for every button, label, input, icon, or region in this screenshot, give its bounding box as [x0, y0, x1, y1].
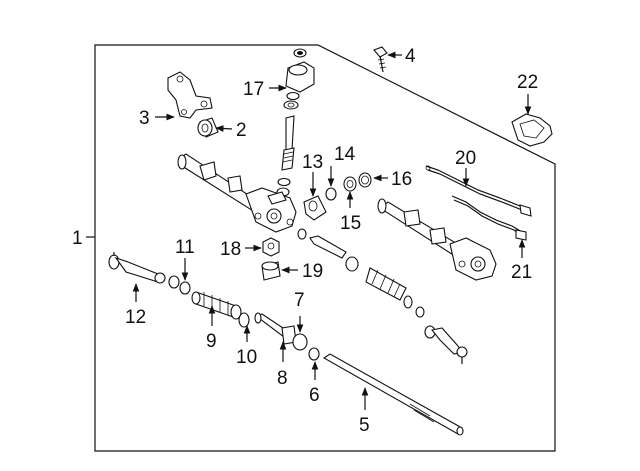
part-11-washer: [179, 281, 191, 295]
callout-18: 18: [220, 239, 241, 260]
assembly-frame: [94, 44, 556, 452]
callout-13: 13: [302, 152, 323, 173]
callout-16: 16: [391, 169, 412, 190]
callout-6: 6: [309, 385, 320, 406]
part-10-clamp: [238, 312, 250, 328]
callout-14: 14: [334, 144, 356, 165]
part-inner-tie-rod-center: [297, 228, 359, 272]
part-4-bolt: [373, 46, 388, 73]
part-21-return-line: [451, 195, 527, 241]
callout-12: 12: [125, 307, 146, 328]
callout-20: 20: [455, 148, 476, 169]
part-tie-rod-end-right: [431, 327, 468, 364]
part-14-o-ring: [325, 187, 337, 201]
callout-1: 1: [72, 228, 83, 249]
part-22-cover: [511, 113, 553, 147]
part-20-pressure-line: [425, 165, 532, 217]
part-13-seal-cap: [303, 195, 327, 221]
callout-15: 15: [340, 213, 361, 234]
part-16-seal-ring: [358, 172, 372, 188]
callout-8: 8: [277, 368, 288, 389]
callout-9: 9: [206, 331, 217, 352]
part-rack-housing-main: [177, 153, 297, 233]
part-17-pinion-housing: [276, 48, 315, 197]
part-18-nut: [262, 237, 280, 257]
part-7-ball-joint: [292, 333, 308, 351]
callout-4: 4: [405, 46, 416, 67]
part-boot-right: [365, 267, 436, 339]
callout-19: 19: [302, 261, 323, 282]
part-5-rack-bar: [322, 353, 464, 436]
part-6-ring: [308, 347, 320, 361]
part-19-bushing: [261, 261, 281, 281]
part-rack-housing-right: [377, 198, 497, 281]
callout-7: 7: [294, 290, 305, 311]
part-12-tie-rod-end: [108, 252, 166, 284]
part-8-inner-tie-rod: [254, 312, 297, 345]
part-15-bushing: [343, 176, 357, 192]
callout-2: 2: [236, 120, 247, 141]
callout-21: 21: [511, 262, 532, 283]
callout-22: 22: [517, 72, 538, 93]
callout-17: 17: [243, 79, 264, 100]
callout-11: 11: [175, 237, 195, 258]
part-3-mounting-bracket: [167, 71, 213, 119]
part-2-bushing: [197, 117, 219, 138]
callout-10: 10: [236, 347, 257, 368]
callout-3: 3: [139, 108, 150, 129]
callout-2-leader: [215, 125, 233, 132]
callout-5: 5: [359, 415, 370, 436]
part-9-boot: [191, 291, 242, 320]
part-11-nut: [168, 275, 180, 289]
